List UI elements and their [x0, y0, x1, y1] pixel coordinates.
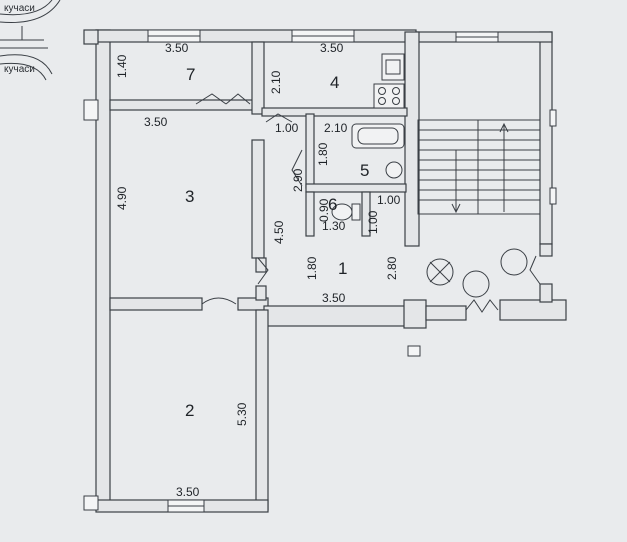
- dim-room4-width: 3.50: [320, 41, 344, 55]
- dim-corridor-b: 2.90: [291, 168, 305, 192]
- dim-hall-height: 1.80: [305, 256, 319, 280]
- street-label-bottom: кучаси: [4, 64, 35, 75]
- dim-room2-height: 5.30: [235, 402, 249, 426]
- washbasin-icon: [385, 161, 403, 179]
- dim-corridor-a: 1.00: [275, 121, 299, 135]
- dimensions: 3.50 1.40 3.50 2.10 3.50 4.90 2.10 1.80 …: [115, 41, 401, 499]
- dim-hall-height-right: 2.80: [385, 256, 399, 280]
- doors: [195, 93, 541, 313]
- sink-icon: [381, 53, 405, 81]
- room-number-5: 5: [360, 161, 369, 180]
- room-numbers: 7 4 3 5 6 1 2: [185, 65, 369, 420]
- dim-room5-width: 2.10: [324, 121, 348, 135]
- room-number-3: 3: [185, 187, 194, 206]
- dim-room4-height: 2.10: [269, 70, 283, 94]
- bath-fixtures: [331, 123, 405, 221]
- dim-room7-height: 1.40: [115, 54, 129, 78]
- dim-room7-width: 3.50: [165, 41, 189, 55]
- windows: [83, 29, 557, 513]
- kitchen-fixtures: [373, 53, 405, 109]
- dim-room5-height: 1.80: [316, 142, 330, 166]
- dim-hall-height-left: 4.50: [272, 220, 286, 244]
- street-label-top: кучаси: [4, 3, 35, 14]
- dim-room6-height: 0.90: [317, 198, 331, 222]
- landing-markers: [426, 248, 528, 298]
- room-number-1: 1: [338, 259, 347, 278]
- dim-room2-width: 3.50: [176, 485, 200, 499]
- dim-passage-width: 1.00: [377, 193, 401, 207]
- dim-room3-height: 4.90: [115, 186, 129, 210]
- room-number-2: 2: [185, 401, 194, 420]
- room-number-7: 7: [186, 65, 195, 84]
- room-number-6: 6: [328, 195, 337, 214]
- street-corner: [0, 0, 61, 81]
- room-number-4: 4: [330, 73, 339, 92]
- walls: [83, 29, 567, 513]
- dim-hall-width: 3.50: [322, 291, 346, 305]
- dim-room3-width: 3.50: [144, 115, 168, 129]
- dim-room6-depth: 1.00: [366, 210, 380, 234]
- staircase: [417, 119, 541, 215]
- dim-room6-width: 1.30: [322, 219, 346, 233]
- bathtub-icon: [351, 123, 405, 149]
- stove-icon: [373, 83, 405, 109]
